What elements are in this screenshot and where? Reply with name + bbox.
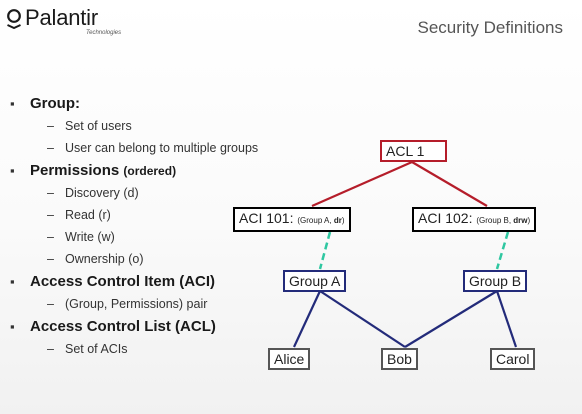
sub-bullet: Discovery (d) bbox=[10, 182, 258, 204]
definition-list: Group: Set of users User can belong to m… bbox=[10, 92, 258, 360]
group-to-user-edges bbox=[293, 290, 518, 348]
bullet-label: Access Control List (ACL) bbox=[30, 318, 216, 335]
palantir-logo: Palantir Technologies bbox=[6, 5, 121, 36]
link-aci102-group-b bbox=[495, 231, 510, 270]
sub-bullet: (Group, Permissions) pair bbox=[10, 293, 258, 315]
sub-bullet: Set of users bbox=[10, 115, 258, 137]
group-a-node: Group A bbox=[283, 270, 347, 292]
brand-tagline: Technologies bbox=[86, 30, 122, 36]
aci-node-102: ACI 102: (Group B, drw) bbox=[412, 207, 537, 232]
bullet-permissions: Permissions (ordered) bbox=[10, 159, 258, 182]
palantir-logo-icon bbox=[7, 9, 21, 29]
sub-bullet: Set of ACIs bbox=[10, 338, 258, 360]
aci-node-label: ACI 101: bbox=[239, 210, 294, 226]
aci-to-group-links bbox=[318, 231, 510, 270]
group-b-node: Group B bbox=[463, 270, 528, 292]
sub-bullet: Read (r) bbox=[10, 204, 258, 226]
link-aci101-group-a bbox=[318, 231, 332, 270]
page-title: Security Definitions bbox=[417, 18, 563, 37]
aci-node-detail: (Group A, dr) bbox=[297, 216, 345, 225]
edge-group-b-carol bbox=[495, 290, 518, 348]
edge-acl-aci102 bbox=[411, 161, 488, 207]
aci-node-101: ACI 101: (Group A, dr) bbox=[233, 207, 351, 232]
acl-to-aci-edges bbox=[311, 160, 488, 208]
edge-group-a-bob bbox=[319, 290, 406, 348]
brand-name: Palantir bbox=[25, 5, 98, 30]
bullet-acl: Access Control List (ACL) bbox=[10, 315, 258, 338]
bullet-aci: Access Control Item (ACI) bbox=[10, 270, 258, 293]
edge-acl-aci101 bbox=[311, 160, 413, 208]
bullet-label: Group: bbox=[30, 95, 80, 112]
bullet-note: (ordered) bbox=[123, 164, 177, 178]
bullet-label: Access Control Item (ACI) bbox=[30, 273, 216, 290]
sub-bullet: Write (w) bbox=[10, 226, 258, 248]
user-node-alice: Alice bbox=[268, 348, 311, 370]
aci-node-label: ACI 102: bbox=[418, 210, 473, 226]
user-node-carol: Carol bbox=[490, 348, 536, 370]
user-node-bob: Bob bbox=[381, 348, 418, 370]
edge-group-a-alice bbox=[293, 290, 321, 348]
acl-node: ACL 1 bbox=[380, 140, 447, 162]
sub-bullet: Ownership (o) bbox=[10, 248, 258, 270]
aci-node-detail: (Group B, drw) bbox=[476, 216, 531, 225]
bullet-label: Permissions bbox=[30, 162, 120, 179]
edge-group-b-bob bbox=[404, 290, 498, 348]
sub-bullet: User can belong to multiple groups bbox=[10, 137, 258, 159]
bullet-group: Group: bbox=[10, 92, 258, 115]
